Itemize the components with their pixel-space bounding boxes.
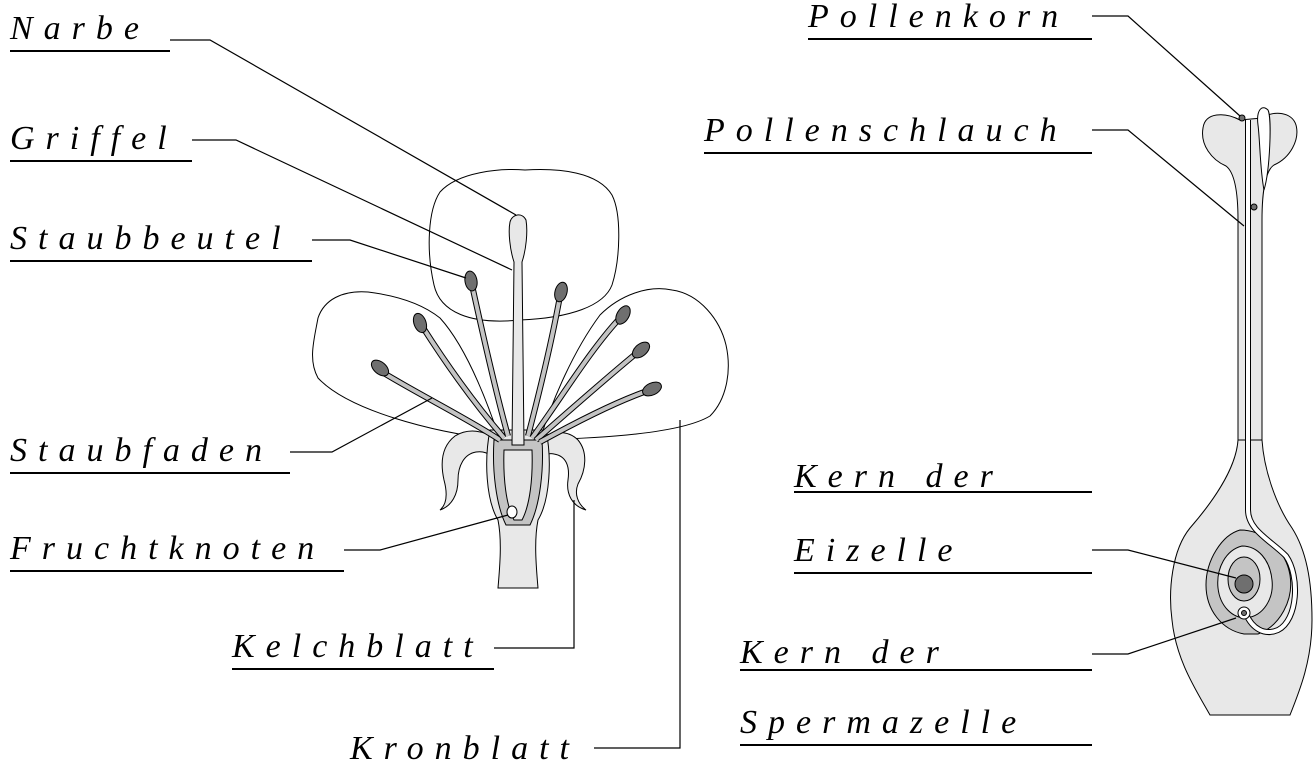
rule-kern-der-1: [794, 491, 1092, 493]
sperm-nucleus: [1242, 611, 1247, 616]
label-staubbeutel: Staubbeutel: [10, 222, 312, 262]
leader-kronblatt: [594, 420, 680, 748]
rule-kern-der-2: [740, 669, 1092, 671]
label-spermazelle: Spermazelle: [740, 706, 1092, 746]
label-kronblatt: Kronblatt: [350, 732, 580, 766]
ovary-drawing: [1092, 16, 1312, 715]
label-fruchtknoten: Fruchtknoten: [10, 532, 344, 572]
label-pollenschlauch: Pollenschlauch: [704, 114, 1092, 154]
label-narbe: Narbe: [10, 12, 170, 52]
label-pollenkorn: Pollenkorn: [808, 0, 1092, 40]
label-staubfaden: Staubfaden: [10, 434, 290, 474]
ovule: [507, 506, 517, 518]
label-eizelle: Eizelle: [794, 534, 1092, 574]
label-kern-der-2: Kern der: [740, 636, 950, 670]
leader-pollenkorn: [1092, 16, 1240, 116]
egg-nucleus: [1235, 575, 1253, 593]
label-griffel: Griffel: [10, 122, 192, 162]
style: [509, 215, 527, 445]
label-kern-der-1: Kern der: [794, 460, 1004, 494]
leader-fruchtknoten: [344, 515, 508, 550]
sperm-nucleus-tube: [1251, 204, 1257, 210]
label-kelchblatt: Kelchblatt: [232, 630, 494, 670]
